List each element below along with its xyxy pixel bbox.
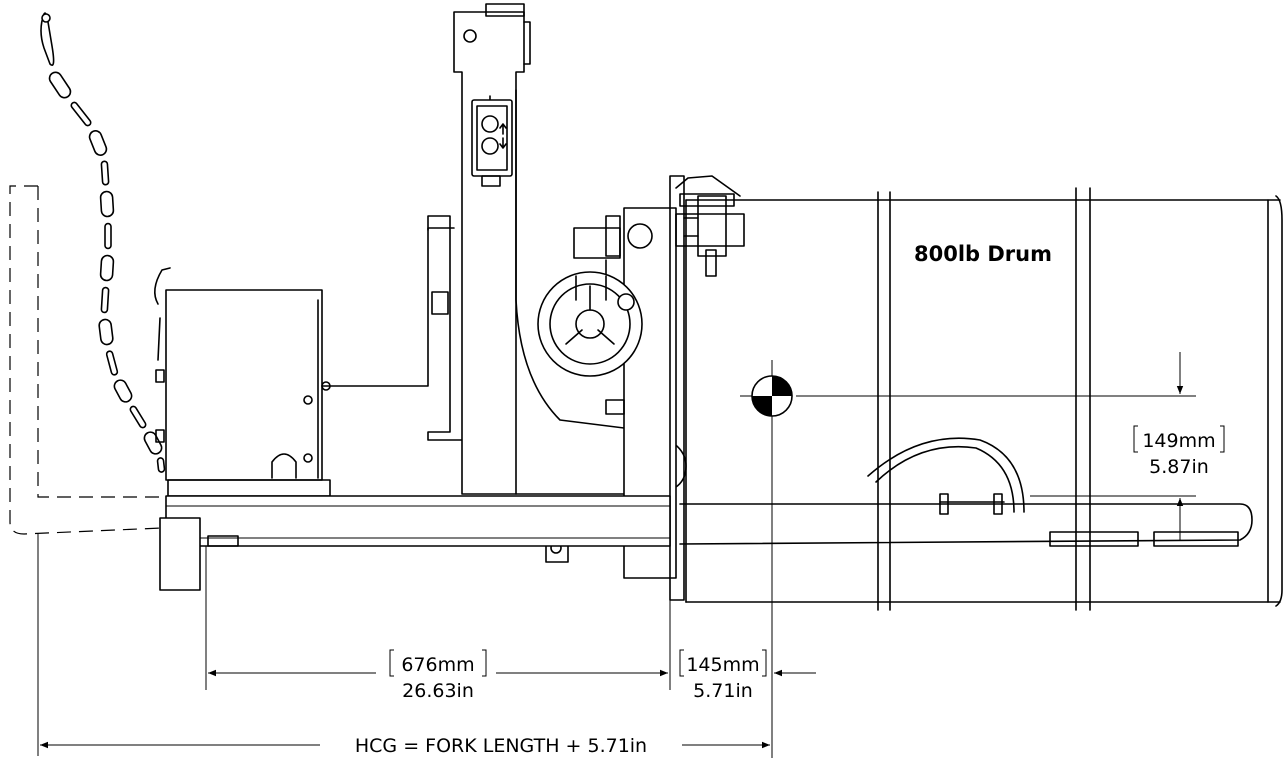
fork-to-face-metric: 676mm bbox=[401, 654, 474, 676]
vertical-offset-imperial: 5.87in bbox=[1149, 456, 1209, 478]
chain-link bbox=[104, 222, 112, 250]
chain-link bbox=[48, 71, 72, 99]
chain-link bbox=[70, 101, 92, 127]
power-unit bbox=[154, 267, 331, 497]
hose bbox=[321, 227, 455, 391]
hcg-formula: HCG = FORK LENGTH + 5.71in bbox=[355, 735, 647, 757]
chain-link bbox=[100, 286, 110, 314]
face-to-cg-metric: 145mm bbox=[686, 654, 759, 676]
chain-link bbox=[98, 318, 114, 346]
fork-to-face-imperial: 26.63in bbox=[402, 680, 474, 702]
face-to-cg-imperial: 5.71in bbox=[693, 680, 753, 702]
chain-link bbox=[99, 190, 115, 218]
chain-link bbox=[129, 405, 147, 429]
chain bbox=[40, 12, 166, 473]
backrest-plate bbox=[427, 215, 463, 441]
chain-link bbox=[156, 457, 166, 473]
chain-link bbox=[143, 431, 163, 455]
drum-label: 800lb Drum bbox=[914, 242, 1052, 266]
dimension-lines bbox=[37, 352, 1196, 756]
vertical-offset-metric: 149mm bbox=[1142, 430, 1215, 452]
chain-link bbox=[105, 350, 119, 376]
chain-link bbox=[99, 254, 115, 282]
center-of-gravity-symbol bbox=[740, 360, 793, 758]
chain-link bbox=[100, 160, 110, 186]
dimension-brackets bbox=[389, 425, 1225, 677]
chain-link bbox=[113, 379, 133, 403]
control-pendant bbox=[471, 95, 513, 187]
chain-link bbox=[88, 130, 108, 156]
drum bbox=[685, 187, 1283, 611]
fork bbox=[159, 437, 1253, 591]
